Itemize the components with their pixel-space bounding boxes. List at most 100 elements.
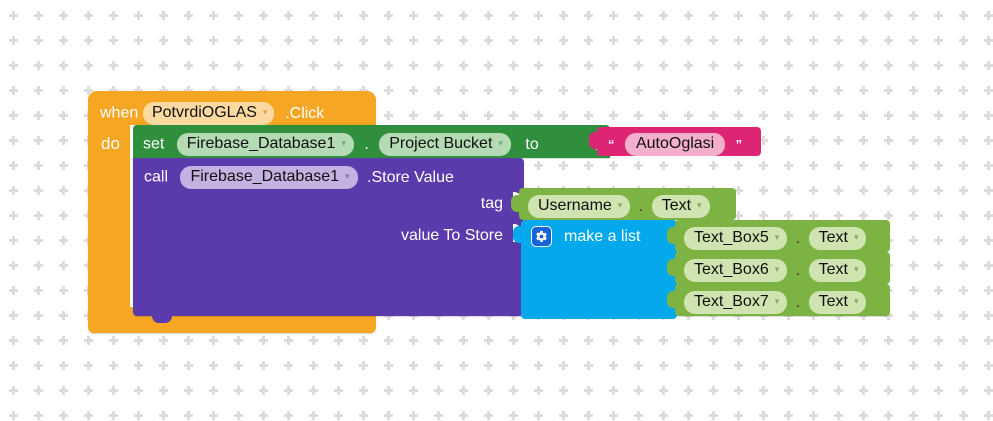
call-component-dropdown[interactable]: Firebase_Database1▾ <box>180 166 358 189</box>
grid-marker <box>909 361 918 370</box>
grid-marker <box>834 361 843 370</box>
grid-marker <box>934 161 943 170</box>
grid-marker <box>859 36 868 45</box>
grid-marker <box>359 386 368 395</box>
grid-marker <box>884 86 893 95</box>
getter-property-dropdown[interactable]: Text▾ <box>651 195 710 218</box>
grid-marker <box>9 261 18 270</box>
grid-marker <box>59 336 68 345</box>
grid-marker <box>84 361 93 370</box>
grid-marker <box>459 61 468 70</box>
grid-marker <box>409 36 418 45</box>
grid-marker <box>659 61 668 70</box>
grid-marker <box>759 111 768 120</box>
grid-marker <box>959 211 968 220</box>
grid-marker <box>709 61 718 70</box>
grid-marker <box>909 111 918 120</box>
grid-marker <box>984 286 993 295</box>
getter-property-dropdown[interactable]: Text▾ <box>808 227 867 250</box>
grid-marker <box>484 336 493 345</box>
getter-property-dropdown[interactable]: Text▾ <box>808 291 867 314</box>
grid-marker <box>484 386 493 395</box>
getter-block-username[interactable]: Username▾ . Text▾ <box>511 188 736 220</box>
grid-marker <box>559 411 568 420</box>
grid-marker <box>334 386 343 395</box>
grid-marker <box>59 86 68 95</box>
call-arg-valuetostore-label: value To Store <box>401 227 503 244</box>
grid-marker <box>859 386 868 395</box>
grid-marker <box>909 211 918 220</box>
grid-marker <box>84 61 93 70</box>
grid-marker <box>284 11 293 20</box>
grid-marker <box>534 36 543 45</box>
grid-marker <box>434 36 443 45</box>
grid-marker <box>509 111 518 120</box>
grid-marker <box>959 261 968 270</box>
grid-marker <box>784 361 793 370</box>
grid-marker <box>384 61 393 70</box>
grid-marker <box>59 11 68 20</box>
grid-marker <box>209 386 218 395</box>
grid-marker <box>584 11 593 20</box>
getter-block-textbox6[interactable]: Text_Box6▾ . Text▾ <box>667 252 890 284</box>
grid-marker <box>909 286 918 295</box>
getter-plug <box>667 227 677 244</box>
grid-marker <box>534 411 543 420</box>
grid-marker <box>34 386 43 395</box>
grid-marker <box>34 286 43 295</box>
getter-block-textbox7[interactable]: Text_Box7▾ . Text▾ <box>667 284 890 316</box>
grid-marker <box>434 411 443 420</box>
make-a-list-block[interactable]: make a list <box>513 220 678 319</box>
getter-component-dropdown[interactable]: Username▾ <box>528 195 631 218</box>
grid-marker <box>9 411 18 420</box>
getter-component-label: Text_Box7 <box>694 293 769 310</box>
grid-marker <box>909 236 918 245</box>
grid-marker <box>134 411 143 420</box>
grid-marker <box>9 236 18 245</box>
getter-block-textbox5[interactable]: Text_Box5▾ . Text▾ <box>667 220 890 252</box>
grid-marker <box>909 86 918 95</box>
call-method-block[interactable]: call Firebase_Database1▾ .Store Value ta… <box>133 158 524 323</box>
grid-marker <box>109 11 118 20</box>
text-string-block[interactable]: “ AutoOglasi ” <box>589 127 761 156</box>
grid-marker <box>909 186 918 195</box>
grid-marker <box>859 186 868 195</box>
grid-marker <box>734 61 743 70</box>
grid-marker <box>284 61 293 70</box>
grid-marker <box>984 311 993 320</box>
set-property-dropdown[interactable]: Project Bucket▾ <box>379 133 511 156</box>
grid-marker <box>234 11 243 20</box>
grid-marker <box>959 61 968 70</box>
grid-marker <box>134 361 143 370</box>
grid-marker <box>809 361 818 370</box>
gear-icon[interactable] <box>531 226 552 247</box>
grid-marker <box>59 61 68 70</box>
getter-component-dropdown[interactable]: Text_Box7▾ <box>684 291 788 314</box>
getter-component-dropdown[interactable]: Text_Box6▾ <box>684 259 788 282</box>
grid-marker <box>234 361 243 370</box>
grid-marker <box>409 86 418 95</box>
grid-marker <box>959 86 968 95</box>
grid-marker <box>959 136 968 145</box>
set-component-dropdown[interactable]: Firebase_Database1▾ <box>176 133 354 156</box>
set-separator: . <box>364 135 369 153</box>
getter-property-dropdown[interactable]: Text▾ <box>808 259 867 282</box>
grid-marker <box>384 336 393 345</box>
grid-marker <box>584 86 593 95</box>
text-value-field[interactable]: AutoOglasi <box>624 133 726 156</box>
grid-marker <box>334 36 343 45</box>
grid-marker <box>734 111 743 120</box>
getter-separator: . <box>638 197 644 215</box>
grid-marker <box>134 336 143 345</box>
set-property-block[interactable]: set Firebase_Database1▾ . Project Bucket… <box>133 125 610 165</box>
grid-marker <box>784 61 793 70</box>
grid-marker <box>9 361 18 370</box>
grid-marker <box>909 11 918 20</box>
grid-marker <box>84 11 93 20</box>
event-component-dropdown[interactable]: PotvrdiOGLAS▾ <box>142 102 275 125</box>
grid-marker <box>559 386 568 395</box>
grid-marker <box>559 336 568 345</box>
grid-marker <box>534 61 543 70</box>
getter-component-dropdown[interactable]: Text_Box5▾ <box>684 227 788 250</box>
